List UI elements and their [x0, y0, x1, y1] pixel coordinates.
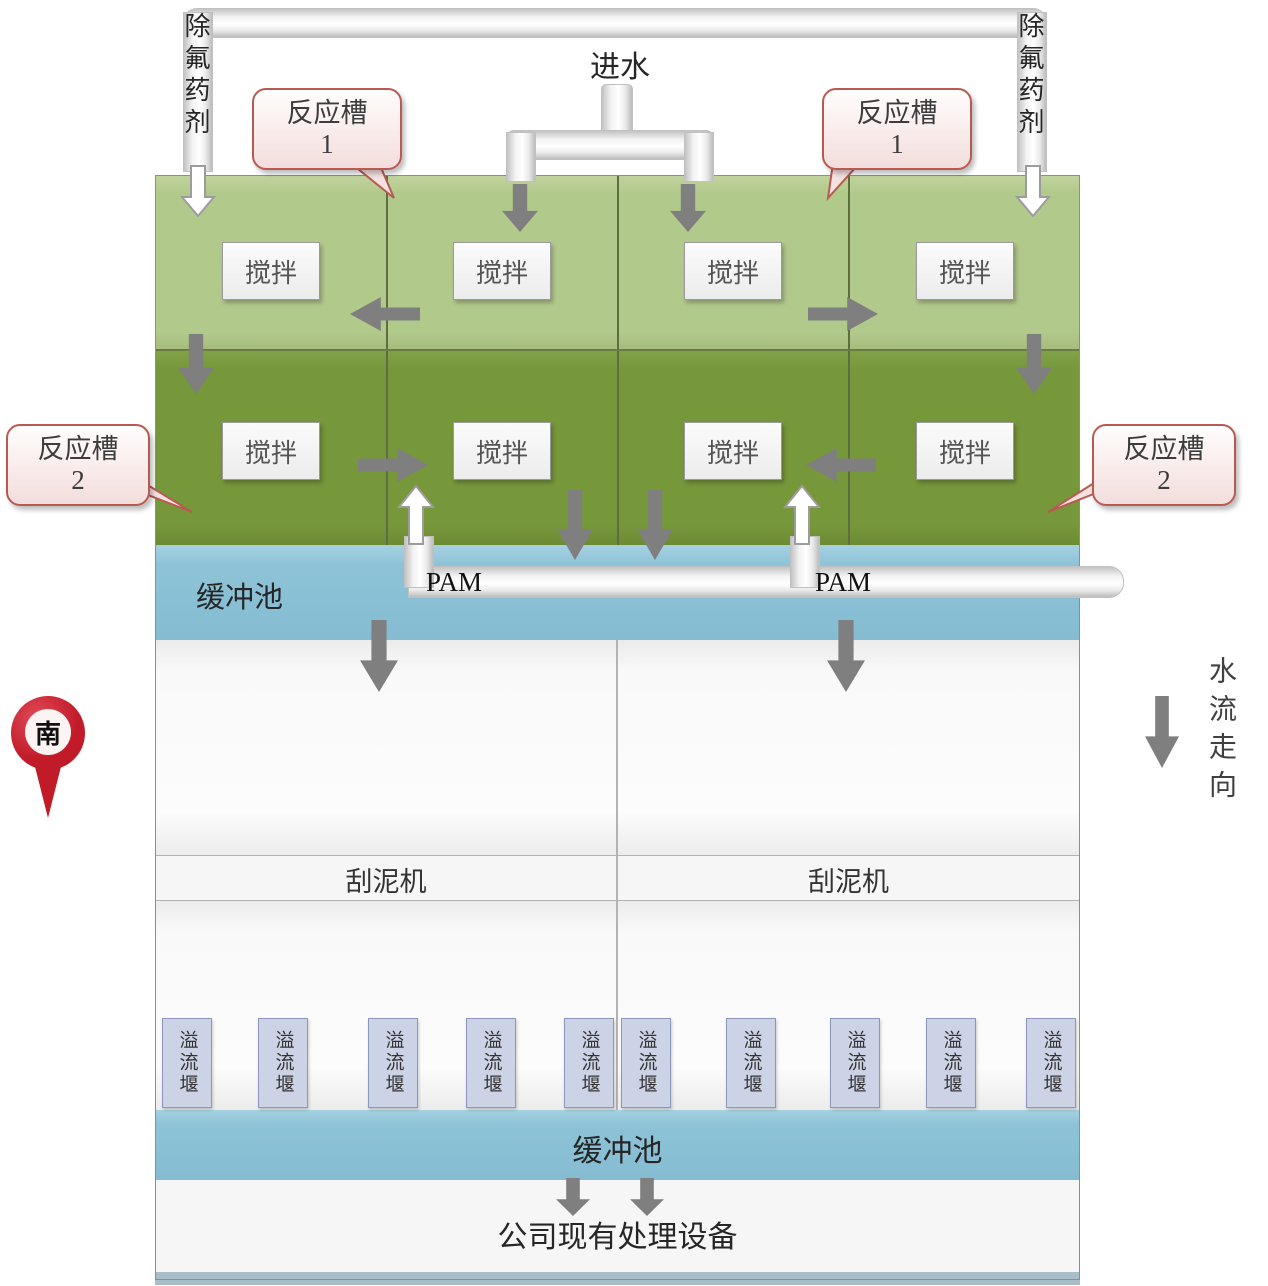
callout-number: 2 — [71, 465, 85, 495]
pin-circle-icon: 南 — [11, 696, 85, 770]
callout-title: 反应槽 — [856, 97, 938, 128]
stir-label: 搅拌 — [475, 438, 528, 468]
chemical-dosing-arrow-right-icon — [1015, 165, 1051, 218]
stir-box: 搅拌 — [453, 422, 551, 480]
weir-box: 溢流堰 — [162, 1018, 212, 1108]
weir-box: 溢流堰 — [564, 1018, 614, 1108]
weir-label: 溢流堰 — [176, 1030, 198, 1096]
buffer-pool-top-label: 缓冲池 — [196, 582, 284, 614]
weir-box: 溢流堰 — [830, 1018, 880, 1108]
chemical-label-right: 除氟药剂 — [1015, 12, 1044, 140]
weir-label: 溢流堰 — [1040, 1030, 1062, 1096]
scraper-band-bottom-line — [155, 900, 1080, 901]
stir-box: 搅拌 — [222, 242, 320, 300]
weir-label: 溢流堰 — [480, 1030, 502, 1096]
weir-box: 溢流堰 — [621, 1018, 671, 1108]
callout-number: 2 — [1157, 465, 1171, 495]
scraper-label-right: 刮泥机 — [808, 867, 889, 897]
weir-box: 溢流堰 — [258, 1018, 308, 1108]
weir-label: 溢流堰 — [382, 1030, 404, 1096]
callout-reaction-tank-2-right: 反应槽 2 — [1092, 424, 1236, 506]
weir-label: 溢流堰 — [940, 1030, 962, 1096]
weir-label: 溢流堰 — [578, 1030, 600, 1096]
scraper-band-top-line — [155, 855, 1080, 856]
stir-box: 搅拌 — [916, 242, 1014, 300]
inlet-pipe-stub-left — [506, 132, 536, 182]
stir-label: 搅拌 — [938, 438, 991, 468]
chemical-dosing-arrow-left-icon — [180, 165, 216, 218]
callout-reaction-tank-2-left: 反应槽 2 — [6, 424, 150, 506]
pam-injection-arrow-right-icon — [783, 484, 821, 545]
pam-label-left: PAM — [426, 567, 483, 597]
inlet-label: 进水 — [590, 51, 650, 84]
outlet-label: 公司现有处理设备 — [497, 1221, 738, 1254]
buffer-pool-bottom — [155, 1110, 1080, 1180]
weir-box: 溢流堰 — [368, 1018, 418, 1108]
sedimentation-center-divider — [616, 640, 618, 1110]
stir-label: 搅拌 — [706, 258, 759, 288]
flow-direction-label: 水流走向 — [1205, 656, 1236, 808]
weir-box: 溢流堰 — [726, 1018, 776, 1108]
chemical-label-left: 除氟药剂 — [181, 12, 210, 140]
weir-label: 溢流堰 — [635, 1030, 657, 1096]
stir-label: 搅拌 — [475, 258, 528, 288]
weir-box: 溢流堰 — [926, 1018, 976, 1108]
callout-reaction-tank-1-right: 反应槽 1 — [822, 88, 972, 170]
reaction-divider-3 — [848, 175, 850, 545]
weir-box: 溢流堰 — [1026, 1018, 1076, 1108]
inlet-pipe-horizontal — [506, 130, 714, 160]
bottom-edge-strip — [155, 1272, 1080, 1285]
stir-box: 搅拌 — [453, 242, 551, 300]
chemical-pipe-right — [1017, 12, 1047, 172]
outlet-area — [155, 1180, 1080, 1272]
callout-title: 反应槽 — [37, 433, 119, 464]
stir-label: 搅拌 — [244, 258, 297, 288]
south-pin-label-wrap: 南 — [25, 709, 71, 755]
callout-title: 反应槽 — [1123, 433, 1205, 464]
weir-label: 溢流堰 — [272, 1030, 294, 1096]
pam-label-right: PAM — [815, 567, 872, 597]
reaction-divider-1 — [386, 175, 388, 545]
scraper-label-left: 刮泥机 — [345, 867, 427, 897]
reaction-row-boundary — [155, 349, 1080, 351]
stir-box: 搅拌 — [684, 422, 782, 480]
callout-reaction-tank-1-left: 反应槽 1 — [252, 88, 402, 170]
chemical-pipe-top — [183, 8, 1047, 38]
stir-label: 搅拌 — [938, 258, 991, 288]
callout-number: 1 — [890, 129, 904, 159]
buffer-pool-bottom-label: 缓冲池 — [572, 1135, 663, 1168]
pam-injection-arrow-left-icon — [397, 484, 435, 545]
weir-label: 溢流堰 — [844, 1030, 866, 1096]
south-pin: 南 — [8, 694, 92, 826]
stir-label: 搅拌 — [244, 438, 297, 468]
inlet-pipe-stub-right — [684, 132, 714, 182]
callout-number: 1 — [320, 129, 334, 159]
chemical-pipe-left — [183, 12, 213, 172]
callout-title: 反应槽 — [286, 97, 368, 128]
pam-pipe-horizontal — [408, 566, 1124, 598]
flow-direction-arrow-icon — [1145, 696, 1179, 768]
stir-box: 搅拌 — [916, 422, 1014, 480]
weir-box: 溢流堰 — [466, 1018, 516, 1108]
stir-box: 搅拌 — [684, 242, 782, 300]
stir-label: 搅拌 — [706, 438, 759, 468]
weir-label: 溢流堰 — [740, 1030, 762, 1096]
south-pin-label: 南 — [34, 719, 61, 749]
reaction-divider-2 — [617, 175, 619, 545]
stir-box: 搅拌 — [222, 422, 320, 480]
